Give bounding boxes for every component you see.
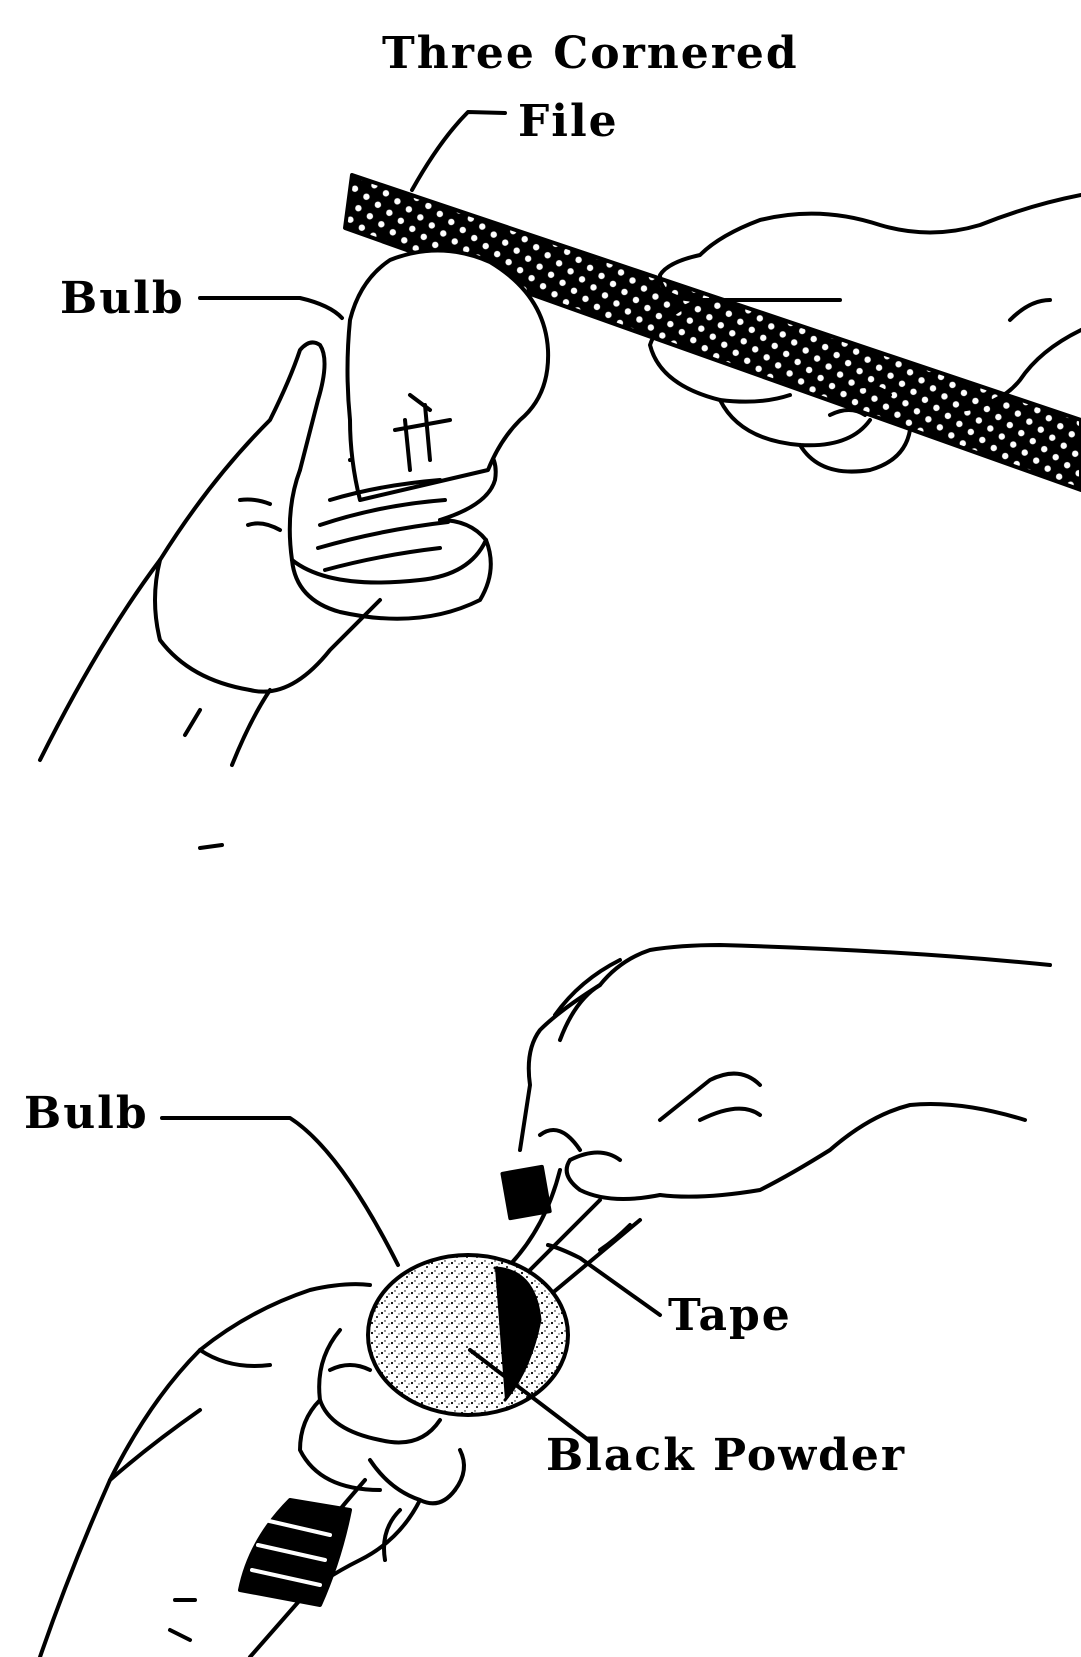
right-hand-bottom (520, 945, 1050, 1250)
label-three-cornered-file-line2: File (518, 96, 619, 147)
top-panel (40, 112, 1081, 848)
label-black-powder: Black Powder (546, 1430, 906, 1481)
label-three-cornered-file-line1: Three Cornered (382, 28, 799, 79)
label-tape: Tape (668, 1290, 792, 1341)
bulb-top (318, 250, 548, 570)
label-bulb-top: Bulb (60, 273, 185, 324)
bulb-bottom (368, 1255, 568, 1415)
bulb-top-leader-line (200, 298, 342, 318)
stray-mark (200, 845, 222, 848)
tape-leader-line (548, 1245, 660, 1315)
bulb-base-bottom (240, 1500, 350, 1605)
file-leader-line (412, 112, 505, 190)
label-bulb-bottom: Bulb (24, 1088, 149, 1139)
bottom-panel (40, 945, 1050, 1657)
bulb-bottom-leader-line (162, 1118, 398, 1265)
